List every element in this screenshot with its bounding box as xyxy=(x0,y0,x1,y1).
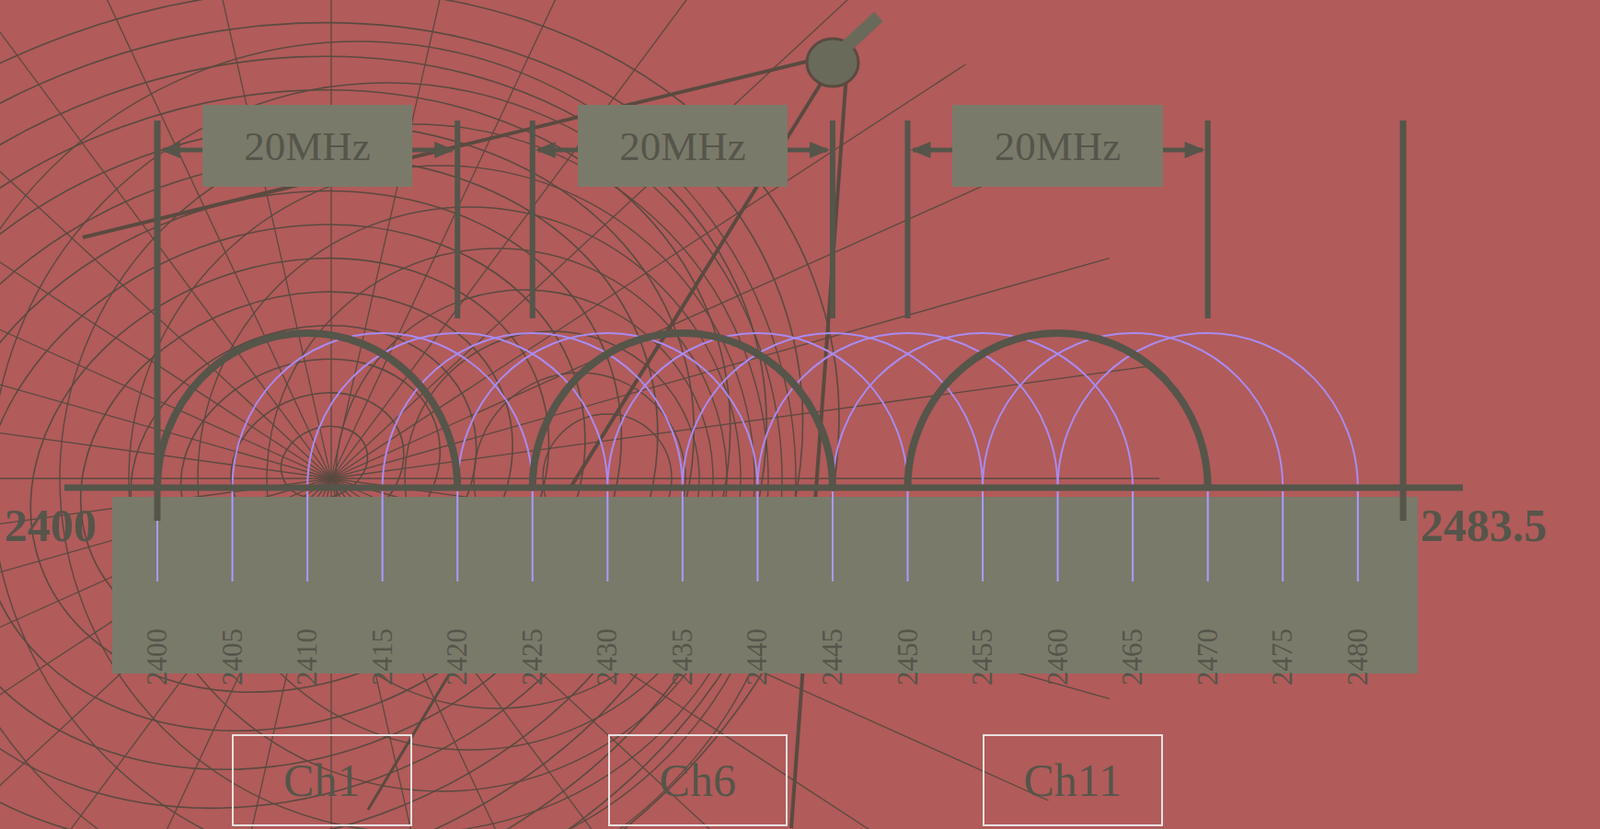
frequency-axis xyxy=(64,484,1463,492)
tick-line xyxy=(381,491,384,582)
frequency-label: 2475 xyxy=(1266,628,1300,686)
grid-curve xyxy=(0,5,797,829)
tick-marks xyxy=(157,491,1359,582)
tick-line xyxy=(1131,491,1134,582)
tick-line xyxy=(231,491,234,582)
grid-curve xyxy=(0,96,704,829)
channel-box: Ch1 xyxy=(231,734,413,827)
tick-line xyxy=(831,491,834,582)
arrow-head xyxy=(1185,141,1206,159)
channel-box: Ch6 xyxy=(608,734,788,827)
grid-ray xyxy=(0,0,332,479)
grid-ray xyxy=(330,0,332,479)
grid-curve xyxy=(0,0,843,829)
box-text: 20MHz xyxy=(619,122,746,171)
frequency-label: 2455 xyxy=(966,628,1000,686)
grid-ray xyxy=(47,0,332,479)
dimension-line xyxy=(1205,120,1211,319)
box-text: 20MHz xyxy=(243,122,370,171)
channel-arc xyxy=(532,333,833,488)
frequency-label: 2440 xyxy=(740,628,774,686)
grid-ray xyxy=(331,0,615,479)
tick-line xyxy=(981,491,984,582)
antenna-tip xyxy=(841,16,879,51)
antenna-rod xyxy=(570,64,833,488)
grid-ray xyxy=(331,258,1110,479)
tick-line xyxy=(456,491,459,582)
tick-line xyxy=(1207,491,1209,582)
antenna-rod xyxy=(791,73,847,829)
dimension-line xyxy=(154,120,162,521)
frequency-label: 2450 xyxy=(891,628,925,686)
frequency-label: 2470 xyxy=(1191,628,1225,686)
dimension-line xyxy=(1400,120,1407,521)
box-text: Ch6 xyxy=(659,753,737,807)
channel-arc xyxy=(157,333,458,488)
band-edge-label: 2400 xyxy=(4,498,97,553)
frequency-label: 2480 xyxy=(1341,628,1375,686)
arrow-head xyxy=(910,141,932,159)
dimension-line xyxy=(829,120,836,319)
frequency-label: 2410 xyxy=(290,628,324,686)
band-edge-label: 2483.5 xyxy=(1420,498,1548,553)
arrow-head xyxy=(809,141,830,159)
frequency-label: 2430 xyxy=(590,628,624,686)
channel-box: Ch11 xyxy=(982,734,1163,827)
tick-line xyxy=(531,491,534,582)
main-channel-arc xyxy=(532,333,833,488)
grid-ray xyxy=(331,64,966,479)
dimension-line xyxy=(905,120,911,319)
box-text: 20MHz xyxy=(994,122,1121,171)
grid-circle xyxy=(0,82,783,829)
frequency-label: 2425 xyxy=(516,628,550,686)
antenna-rod xyxy=(368,671,451,810)
channel-arc xyxy=(908,333,1209,488)
tick-line xyxy=(306,491,309,582)
channel-arcs xyxy=(157,333,1359,488)
frequency-label: 2435 xyxy=(666,628,700,686)
frequency-label: 2400 xyxy=(140,628,174,686)
grid-ray xyxy=(0,366,332,479)
main-channel-arc xyxy=(157,333,458,488)
tick-line xyxy=(907,491,910,582)
frequency-label: 2405 xyxy=(216,628,250,686)
bandwidth-box: 20MHz xyxy=(577,104,788,187)
tick-line xyxy=(756,491,759,582)
tick-line xyxy=(681,491,684,582)
grid-ray xyxy=(331,0,746,479)
dimension-line xyxy=(454,120,461,319)
arrow-head xyxy=(160,141,181,159)
box-text: Ch1 xyxy=(283,753,360,807)
frequency-label: 2465 xyxy=(1116,628,1150,686)
arrow-head xyxy=(434,141,455,159)
grid-ray xyxy=(331,156,1048,479)
frequency-label: 2415 xyxy=(366,628,400,686)
tick-line xyxy=(1057,491,1059,582)
grid-circle xyxy=(59,124,769,829)
grid-ray xyxy=(0,477,332,479)
frequency-label: 2445 xyxy=(816,628,850,686)
box-text: Ch11 xyxy=(1024,753,1123,807)
grid-ray xyxy=(331,0,864,479)
main-channel-arc xyxy=(908,333,1209,488)
frequency-label: 2460 xyxy=(1041,628,1075,686)
grid-ray xyxy=(0,0,332,479)
bandwidth-box: 20MHz xyxy=(952,104,1163,187)
arrow-head xyxy=(535,141,556,159)
dimension-line xyxy=(529,120,536,319)
grid-ray xyxy=(331,0,475,479)
grid-curve xyxy=(0,0,890,829)
bandwidth-box: 20MHz xyxy=(202,104,413,187)
tick-line xyxy=(1281,491,1284,582)
tick-line xyxy=(1357,491,1359,582)
tick-line xyxy=(606,491,609,582)
frequency-label: 2420 xyxy=(440,628,474,686)
grid-ray xyxy=(187,0,332,479)
